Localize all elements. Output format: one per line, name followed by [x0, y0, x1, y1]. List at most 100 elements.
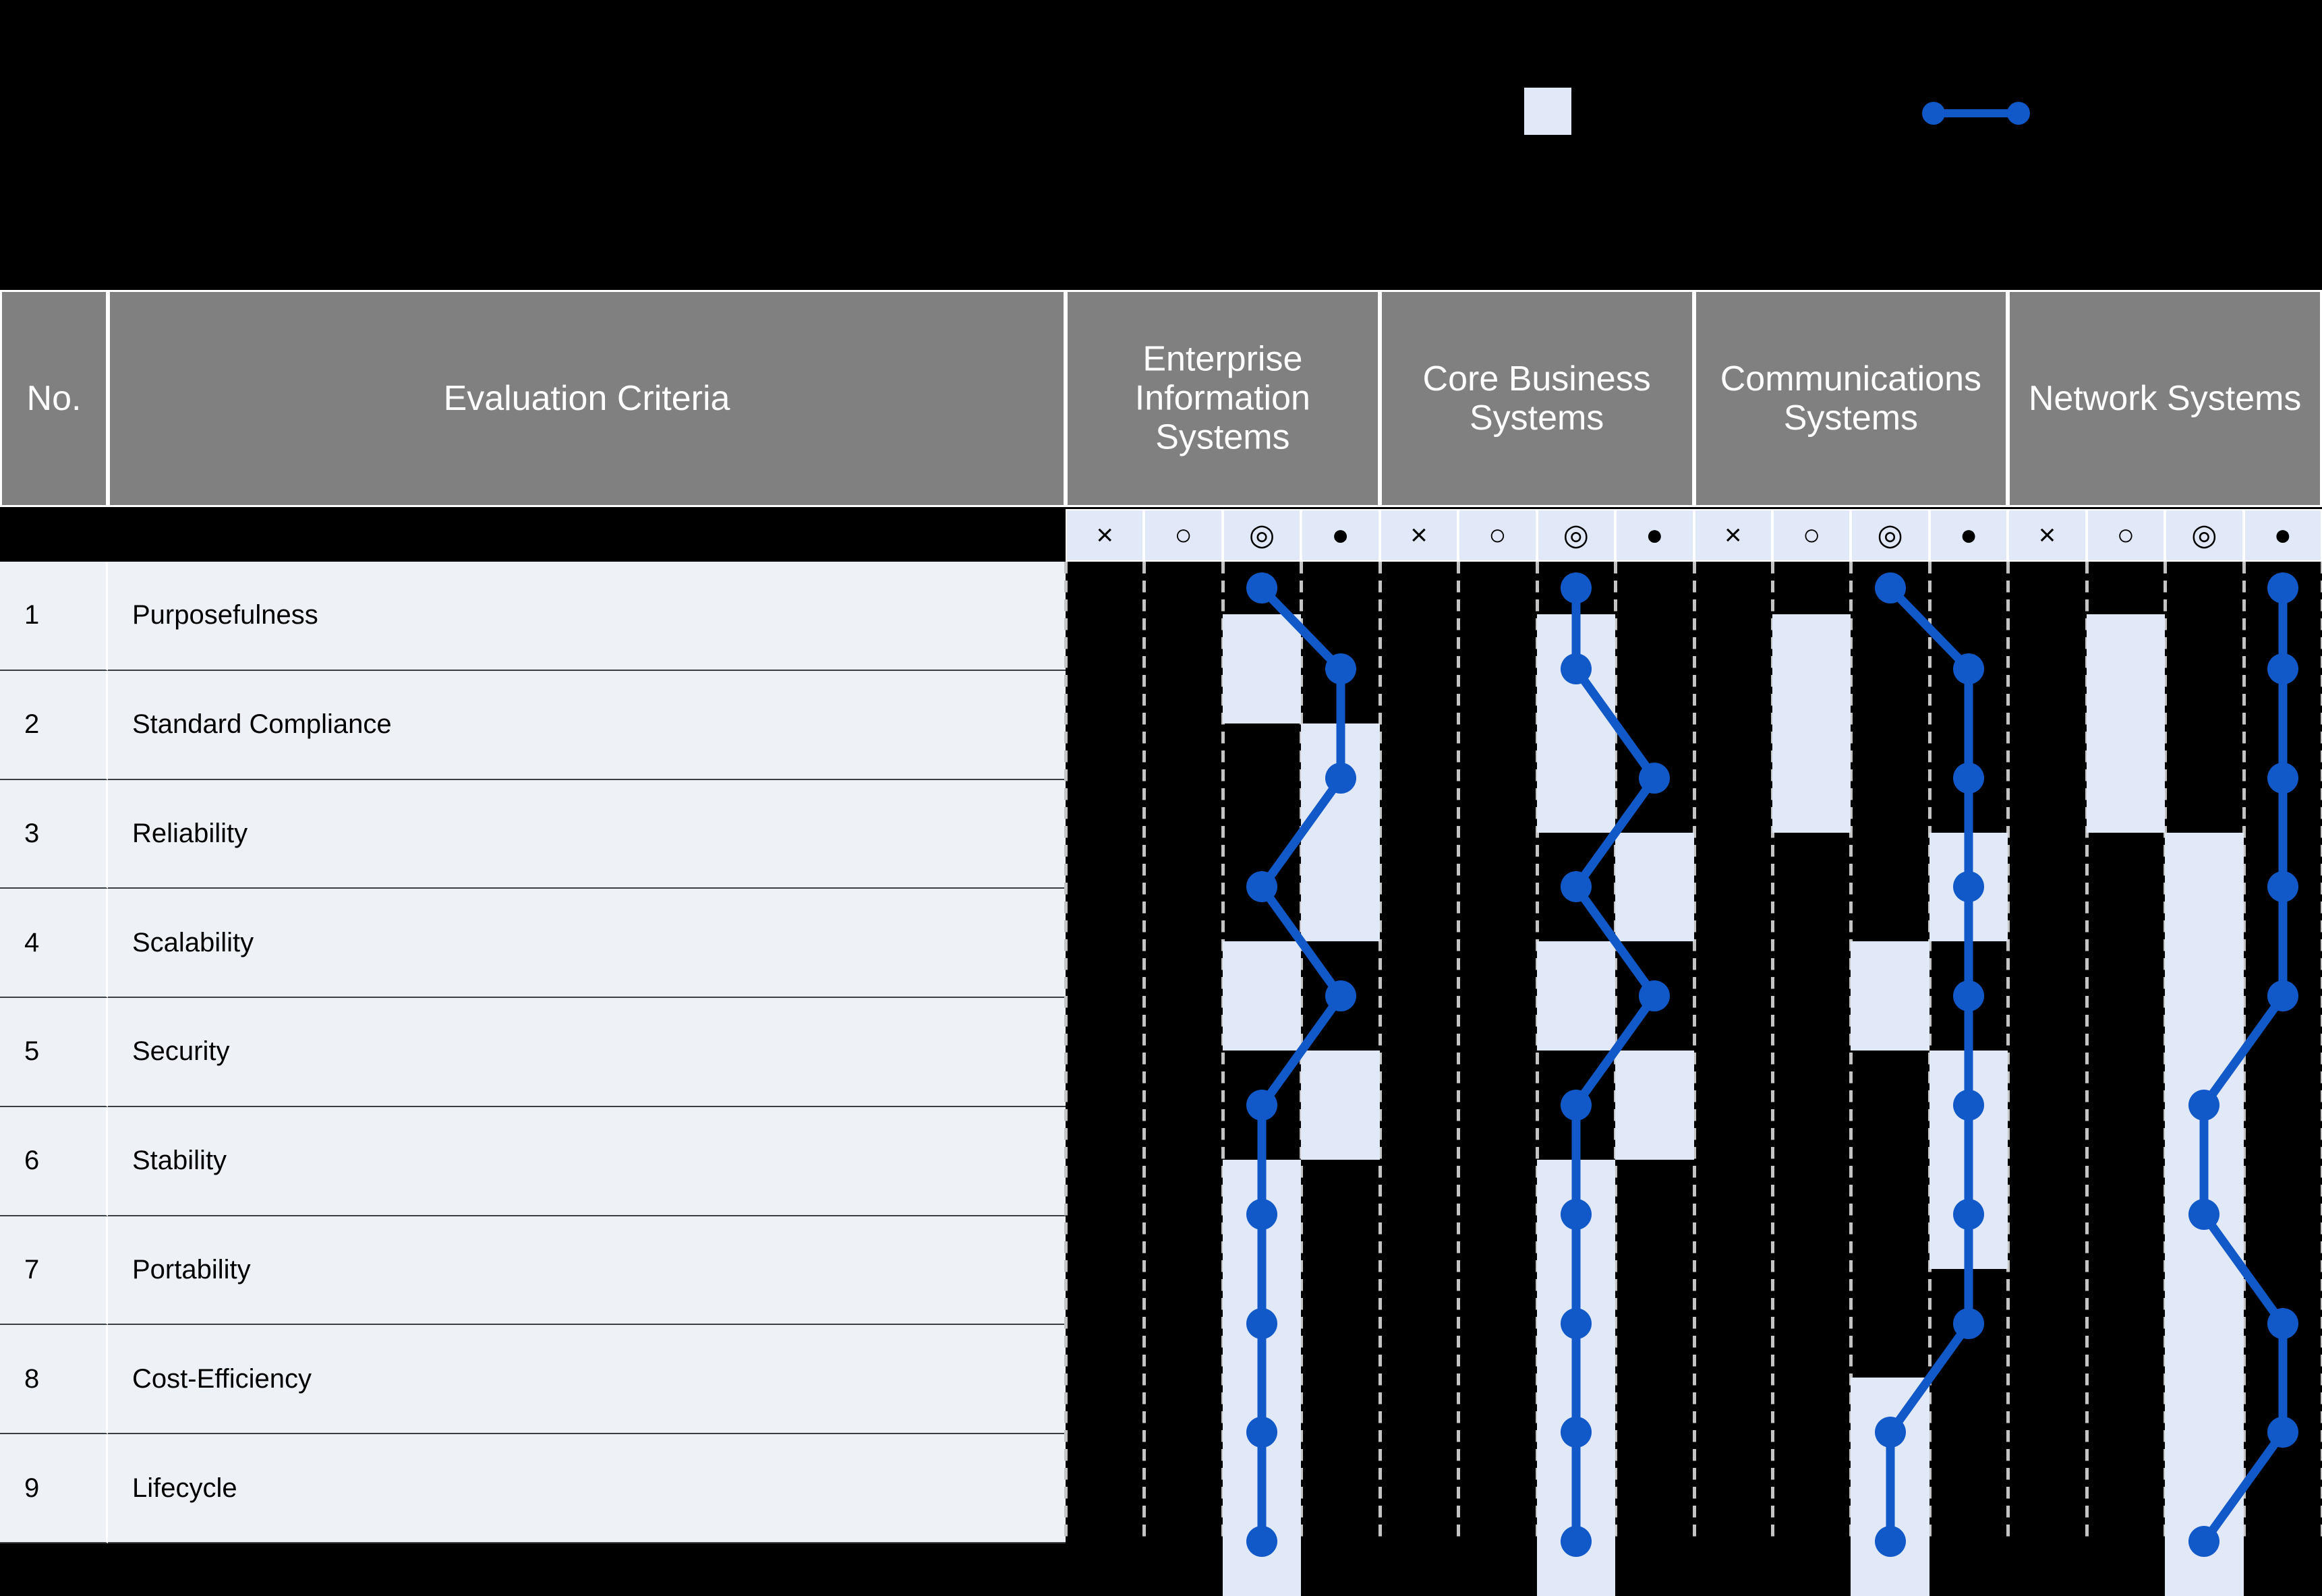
scale-symbol-cell-4[interactable]: ● [2243, 509, 2322, 562]
table-row-number: 5 [0, 998, 108, 1107]
series-data-point[interactable] [1246, 1526, 1278, 1558]
series-data-point[interactable] [1953, 980, 1985, 1012]
scale-symbol-cell-4[interactable]: ● [1615, 509, 1694, 562]
scale-symbol-cell-2[interactable]: ○ [1144, 509, 1223, 562]
column-header-no: No. [0, 290, 108, 507]
series-data-point[interactable] [1325, 980, 1356, 1012]
series-data-point[interactable] [2267, 653, 2298, 684]
group-header-label: Enterprise Information Systems [1134, 339, 1310, 458]
scale-symbol-cell-4[interactable]: ● [1929, 509, 2008, 562]
grid-line-vertical [2085, 562, 2089, 1543]
target-highlight-cell [1222, 941, 1302, 1051]
scale-symbol-cell-2[interactable]: ○ [1772, 509, 1851, 562]
scale-symbol-cell-2[interactable]: ○ [2086, 509, 2166, 562]
series-line-segment [1964, 1214, 1973, 1324]
series-line-segment [1257, 1105, 1267, 1215]
series-data-point[interactable] [1953, 871, 1985, 903]
group-header-2: Core Business Systems [1379, 290, 1694, 507]
target-highlight-cell [1536, 941, 1616, 1051]
scale-symbol-cell-3[interactable]: ◎ [1222, 509, 1302, 562]
scale-symbol-cell-1[interactable]: × [2008, 509, 2087, 562]
table-row-criteria: Cost-Efficiency [108, 1325, 1066, 1435]
grid-line-vertical [1692, 562, 1696, 1543]
scale-symbol-cell-3[interactable]: ◎ [2165, 509, 2244, 562]
series-data-point[interactable] [2188, 1198, 2220, 1230]
series-data-point[interactable] [1246, 1198, 1278, 1230]
series-line-segment [2278, 669, 2288, 779]
series-data-point[interactable] [1874, 1417, 1906, 1448]
grid-line-vertical [2006, 562, 2010, 1543]
series-data-point[interactable] [1246, 871, 1278, 903]
series-data-point[interactable] [2267, 572, 2298, 603]
series-data-point[interactable] [1874, 572, 1906, 603]
series-data-point[interactable] [2188, 1090, 2220, 1121]
table-row-number: 9 [0, 1434, 108, 1543]
series-data-point[interactable] [1953, 1198, 1985, 1230]
series-data-point[interactable] [1953, 762, 1985, 794]
scale-symbol-cell-1[interactable]: × [1379, 509, 1459, 562]
grid-line-vertical [1770, 562, 1774, 1543]
group-header-label: Network Systems [2028, 378, 2302, 418]
target-highlight-cell [1615, 1051, 1694, 1160]
column-header-criteria-label: Evaluation Criteria [443, 378, 730, 418]
scale-symbol-cell-4[interactable]: ● [1301, 509, 1380, 562]
series-data-point[interactable] [1246, 1417, 1278, 1448]
series-data-point[interactable] [1246, 572, 1278, 603]
series-data-point[interactable] [1560, 1417, 1592, 1448]
series-data-point[interactable] [1246, 1307, 1278, 1339]
series-data-point[interactable] [2267, 762, 2298, 794]
series-data-point[interactable] [1560, 653, 1592, 684]
scale-symbol-cell-1[interactable]: × [1693, 509, 1772, 562]
series-data-point[interactable] [2267, 871, 2298, 903]
chart-plot-area [1064, 562, 2322, 1596]
group-header-label: Core Business Systems [1422, 359, 1651, 438]
table-row-number: 6 [0, 1106, 108, 1216]
table-row-criteria: Reliability [108, 779, 1066, 889]
group-header-4: Network Systems [2008, 290, 2322, 507]
table-row-number: 7 [0, 1216, 108, 1326]
legend-line-marker-icon [1922, 98, 2030, 125]
target-highlight-cell [1536, 723, 1616, 833]
scale-symbol-cell-3[interactable]: ◎ [1536, 509, 1616, 562]
legend-swatch-icon [1524, 88, 1571, 135]
target-highlight-cell [1301, 832, 1380, 942]
series-data-point[interactable] [1874, 1526, 1906, 1558]
series-line-segment [1336, 669, 1345, 779]
series-line-segment [1964, 669, 1973, 779]
series-line-segment [1257, 1214, 1267, 1324]
series-data-point[interactable] [1953, 1090, 1985, 1121]
series-data-point[interactable] [2267, 980, 2298, 1012]
target-highlight-cell [1851, 941, 1929, 1051]
target-highlight-cell [2165, 1378, 2244, 1487]
table-row-number: 3 [0, 779, 108, 889]
column-header-criteria: Evaluation Criteria [108, 290, 1066, 507]
target-highlight-cell [1222, 614, 1302, 723]
series-data-point[interactable] [1639, 762, 1671, 794]
target-highlight-cell [2086, 614, 2166, 723]
series-data-point[interactable] [1325, 653, 1356, 684]
series-data-point[interactable] [1953, 1307, 1985, 1339]
series-data-point[interactable] [2267, 1417, 2298, 1448]
series-data-point[interactable] [1560, 1526, 1592, 1558]
series-data-point[interactable] [1560, 572, 1592, 603]
series-data-point[interactable] [2267, 1307, 2298, 1339]
series-data-point[interactable] [1560, 1307, 1592, 1339]
table-row-criteria: Security [108, 998, 1066, 1107]
scale-symbol-cell-2[interactable]: ○ [1458, 509, 1537, 562]
series-data-point[interactable] [1560, 1198, 1592, 1230]
series-line-segment [1571, 1214, 1581, 1324]
scale-symbol-cell-1[interactable]: × [1066, 509, 1144, 562]
series-data-point[interactable] [1639, 980, 1671, 1012]
target-highlight-cell [1772, 614, 1851, 723]
evaluation-table: No. Evaluation Criteria Enterprise Infor… [0, 290, 2322, 1596]
group-header-label: Communications Systems [1720, 359, 1981, 438]
table-row-criteria: Scalability [108, 889, 1066, 999]
series-data-point[interactable] [1325, 762, 1356, 794]
scale-symbol-cell-3[interactable]: ◎ [1851, 509, 1929, 562]
series-data-point[interactable] [1560, 871, 1592, 903]
target-highlight-cell [1615, 832, 1694, 942]
series-data-point[interactable] [1560, 1090, 1592, 1121]
group-header-1: Enterprise Information Systems [1066, 290, 1380, 507]
series-data-point[interactable] [1246, 1090, 1278, 1121]
series-data-point[interactable] [1953, 653, 1985, 684]
